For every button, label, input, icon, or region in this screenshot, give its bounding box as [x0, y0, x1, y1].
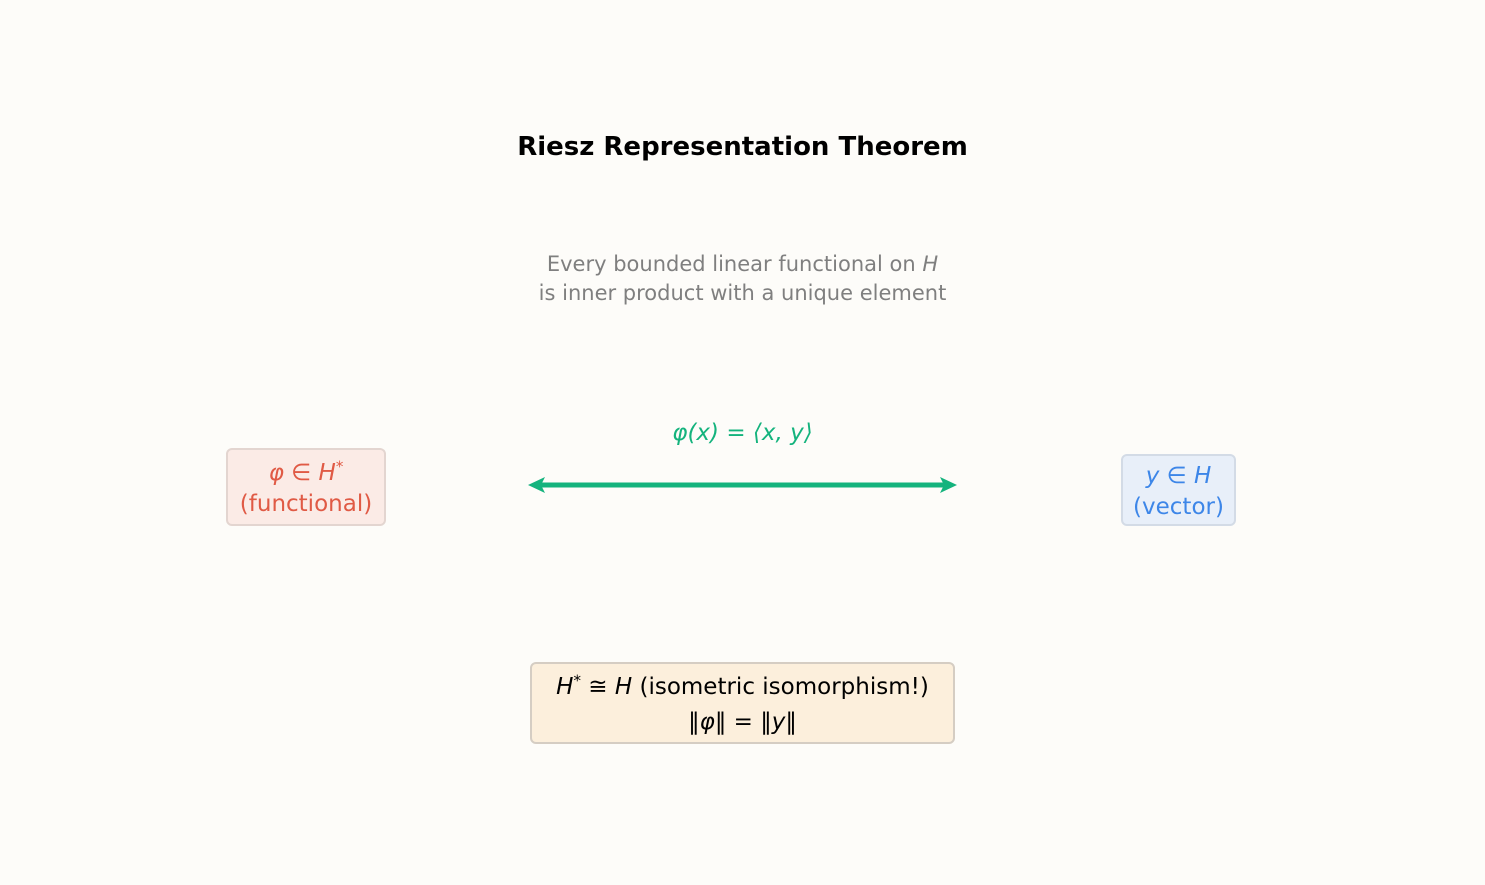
summary-math-rest: ≅ H	[580, 674, 633, 700]
arrow-head-left	[528, 477, 545, 493]
functional-label: (functional)	[239, 491, 373, 517]
relation-formula: φ(x) = ⟨x, y⟩	[0, 420, 1485, 446]
functional-math: φ ∈ H*	[228, 458, 384, 489]
vector-node: y ∈ H (vector)	[1121, 454, 1236, 526]
functional-node: φ ∈ H* (functional)	[226, 448, 386, 526]
summary-text: (isometric isomorphism!)	[632, 674, 929, 700]
diagram-title: Riesz Representation Theorem	[517, 132, 968, 162]
vector-math: y ∈ H	[1145, 463, 1212, 489]
summary-line-2: ‖φ‖ = ‖y‖	[688, 709, 797, 735]
statement-symbol: H	[922, 252, 939, 276]
statement-prefix: Every bounded linear functional on	[546, 252, 923, 276]
summary-math-main: H	[556, 674, 574, 700]
functional-math-main: φ ∈ H	[268, 460, 336, 486]
isomorphism-summary: H* ≅ H (isometric isomorphism!) ‖φ‖ = ‖y…	[530, 662, 955, 744]
vector-label: (vector)	[1133, 494, 1224, 520]
summary-math-sup: *	[573, 671, 581, 690]
theorem-statement: Every bounded linear functional on H is …	[0, 250, 1485, 308]
functional-math-sup: *	[335, 457, 344, 476]
arrow-head-right	[940, 477, 957, 493]
relation-formula-text: φ(x) = ⟨x, y⟩	[672, 420, 813, 446]
summary-line-1: H* ≅ H (isometric isomorphism!)	[532, 670, 953, 705]
statement-line-2: is inner product with a unique element	[538, 281, 947, 305]
statement-line-1: Every bounded linear functional on H	[0, 250, 1485, 279]
